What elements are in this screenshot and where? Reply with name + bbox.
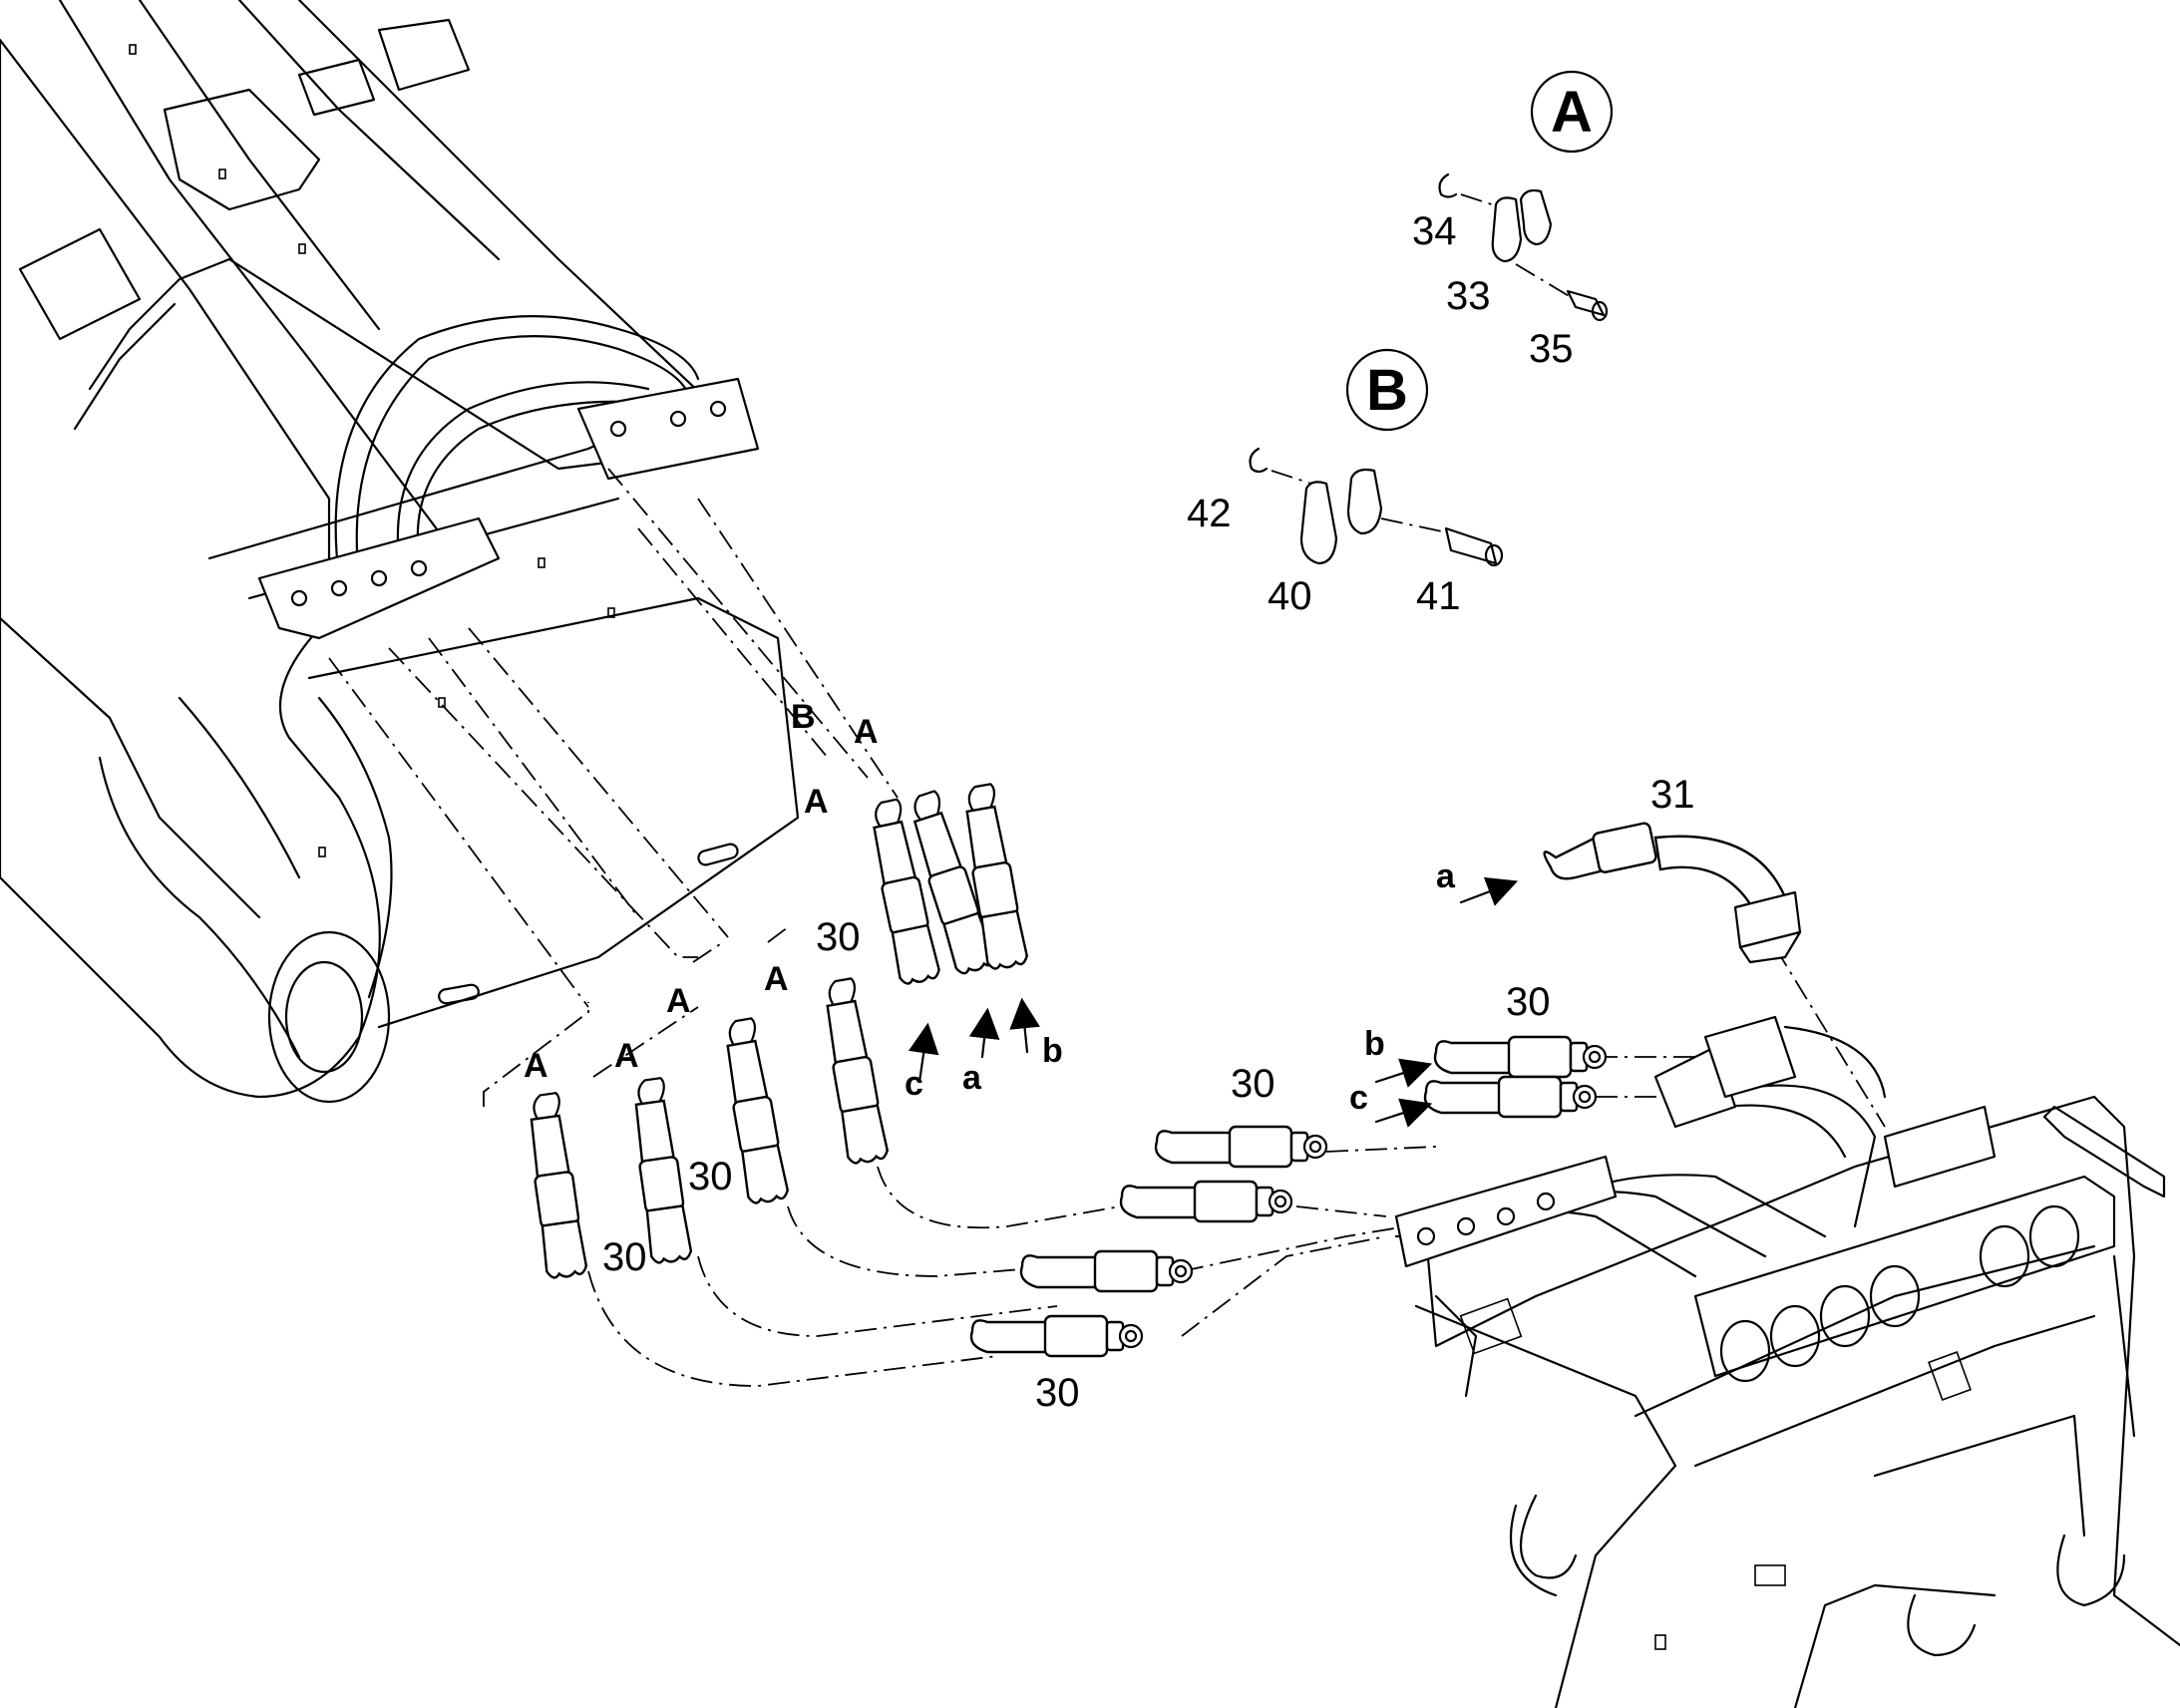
part-30-label-left: 30: [602, 1235, 647, 1279]
part-40-label: 40: [1268, 574, 1312, 618]
part-30-label-right: 30: [1506, 980, 1551, 1024]
letter-c-1: c: [905, 1065, 923, 1103]
letter-B: B: [791, 698, 816, 736]
connection-leaders: [328, 468, 1886, 1387]
hose-group-middle: [862, 782, 1030, 987]
letter-A-2: A: [804, 783, 829, 821]
detail-b-clamp: B: [1249, 348, 1504, 567]
machine-frame: [1394, 1015, 2180, 1708]
part-labels: 34 33 35 42 40 41 31 30 30 30 30 30 30: [602, 209, 1695, 1415]
part-30-label-bottom: 30: [1035, 1371, 1080, 1415]
detail-b-label: B: [1366, 358, 1408, 423]
part-33-label: 33: [1446, 274, 1491, 318]
letter-b-1: b: [1042, 1032, 1063, 1070]
detail-a-clamp: A: [1438, 70, 1614, 322]
detail-a-label: A: [1551, 80, 1593, 145]
letter-c-2: c: [1349, 1079, 1368, 1117]
letter-a-2: a: [1436, 857, 1456, 895]
letter-b-2: b: [1364, 1025, 1385, 1063]
letter-A-3: A: [764, 960, 789, 998]
part-31-label: 31: [1650, 773, 1695, 817]
letter-A-4: A: [666, 982, 691, 1020]
hose-group-lower: [521, 976, 891, 1281]
boom-assembly: [0, 0, 800, 1104]
part-41-label: 41: [1416, 574, 1461, 618]
part-42-label: 42: [1187, 492, 1232, 535]
part-30-label-upper: 30: [816, 915, 861, 959]
part-30-label-center: 30: [688, 1155, 733, 1198]
hose-31: [1543, 822, 1802, 964]
flow-arrows: [908, 876, 1519, 1128]
letter-A-6: A: [524, 1047, 548, 1085]
letter-A-1: A: [854, 713, 879, 751]
letter-a-1: a: [962, 1059, 982, 1097]
connection-letter-labels: B A A A A A A c a b a b c: [524, 698, 1456, 1117]
letter-A-5: A: [614, 1037, 639, 1075]
part-30-label-mid: 30: [1231, 1062, 1275, 1106]
part-35-label: 35: [1529, 327, 1574, 371]
part-34-label: 34: [1412, 209, 1457, 253]
